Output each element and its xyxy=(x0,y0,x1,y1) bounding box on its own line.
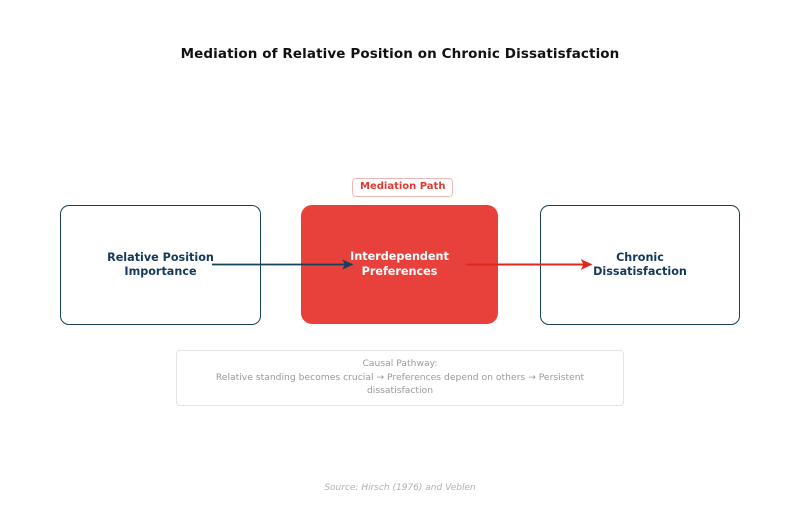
node-relative-position-importance[interactable]: Relative Position Importance xyxy=(60,205,261,325)
node-interdependent-preferences[interactable]: Interdependent Preferences xyxy=(301,205,498,324)
node-label: Chronic Dissatisfaction xyxy=(593,250,687,278)
caption-heading: Causal Pathway: xyxy=(362,358,438,369)
mediation-path-badge: Mediation Path xyxy=(352,178,454,197)
node-chronic-dissatisfaction[interactable]: Chronic Dissatisfaction xyxy=(540,205,740,325)
caption-pathway: Relative standing becomes crucial → Pref… xyxy=(215,371,585,397)
page-title: Mediation of Relative Position on Chroni… xyxy=(180,46,620,62)
node-label: Relative Position Importance xyxy=(107,250,214,278)
causal-pathway-caption: Causal Pathway: Relative standing become… xyxy=(176,350,624,406)
source-note: Source: Hirsch (1976) and Veblen xyxy=(324,483,476,493)
node-label: Interdependent Preferences xyxy=(350,250,449,278)
